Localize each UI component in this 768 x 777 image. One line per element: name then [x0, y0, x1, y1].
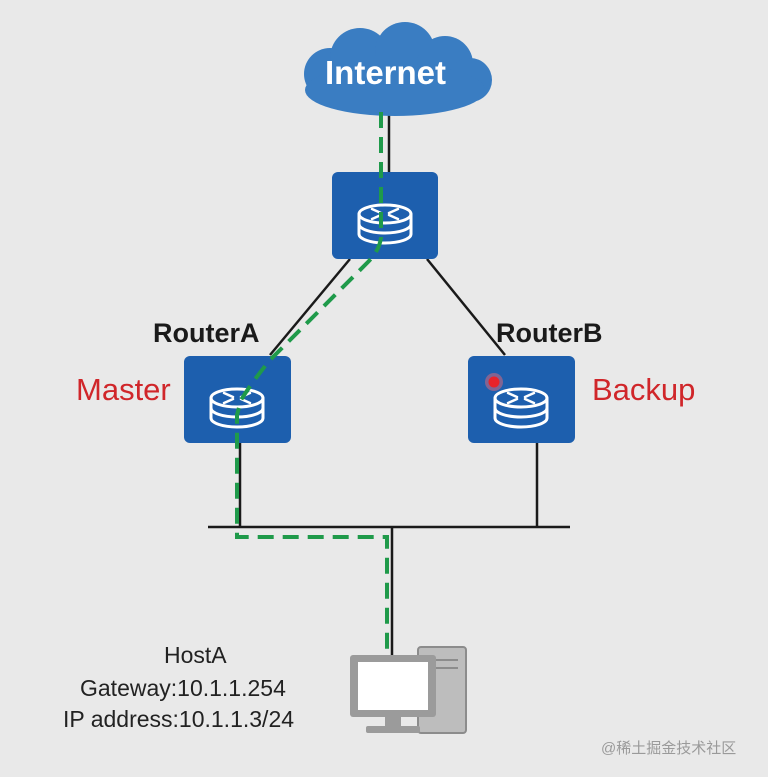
links	[208, 112, 570, 656]
host-gateway: Gateway:10.1.1.254	[80, 675, 286, 701]
internet-cloud-icon	[304, 22, 492, 116]
routera-icon[interactable]	[184, 356, 291, 443]
cloud-label: Internet	[325, 54, 447, 91]
routera-role: Master	[76, 372, 171, 407]
link-core-routera	[269, 258, 351, 356]
master-traffic-path	[235, 112, 389, 656]
routerb-name: RouterB	[496, 318, 603, 348]
routerb-icon[interactable]	[468, 356, 575, 443]
watermark: @稀土掘金技术社区	[601, 740, 737, 757]
routerb-role: Backup	[592, 372, 696, 407]
host-computer-icon[interactable]	[350, 646, 467, 734]
routera-name: RouterA	[153, 318, 260, 348]
core-router-icon[interactable]	[332, 172, 438, 259]
host-name: HostA	[164, 642, 227, 668]
host-ip: IP address:10.1.1.3/24	[63, 706, 295, 732]
link-core-routerb	[426, 258, 506, 356]
